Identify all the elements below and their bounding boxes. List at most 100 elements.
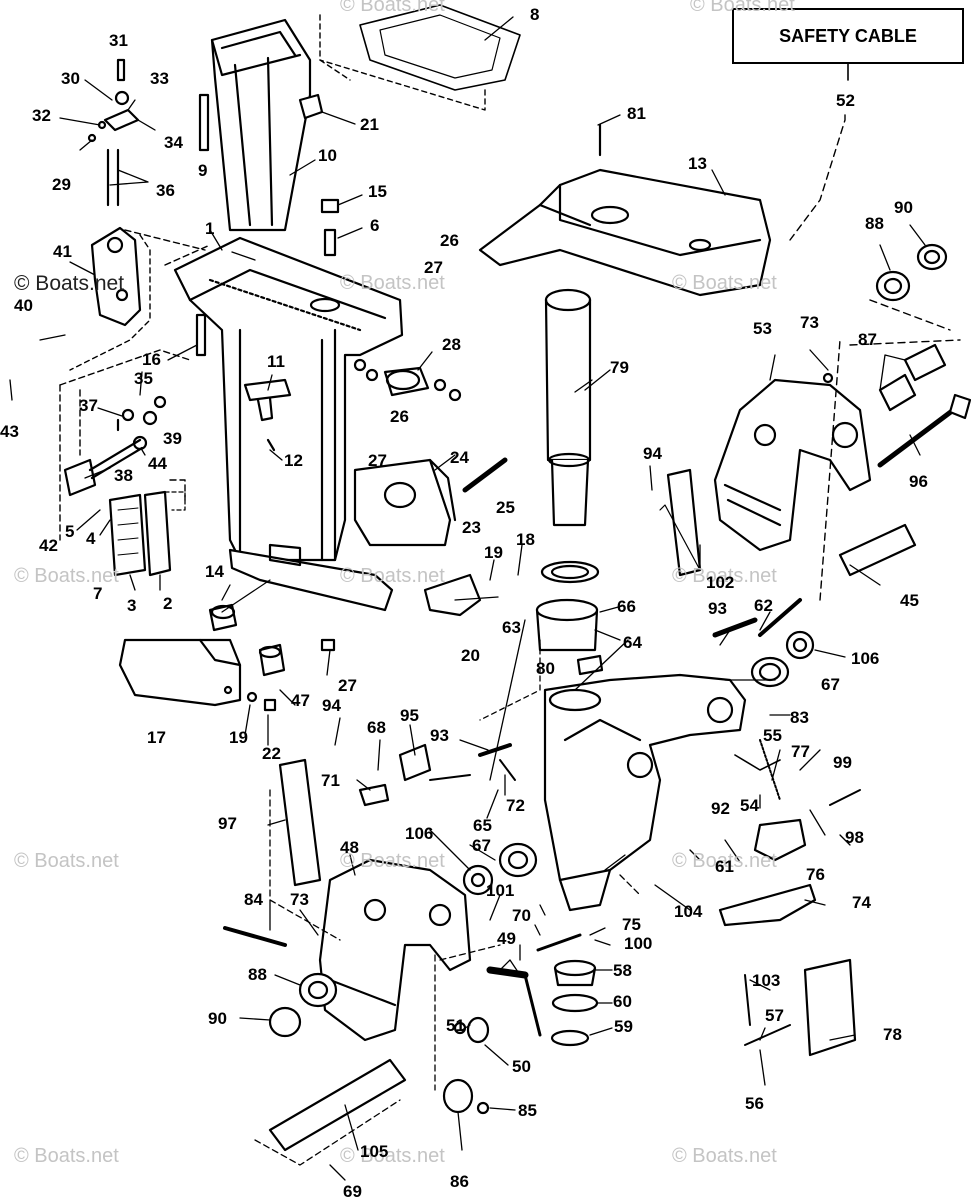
parts-88-90-bottom bbox=[268, 972, 338, 1038]
part-callout-90b: 90 bbox=[208, 1009, 227, 1028]
part-callout-75: 75 bbox=[622, 915, 641, 934]
part-callout-61: 61 bbox=[715, 857, 734, 876]
dashed-leaders-left bbox=[59, 229, 211, 541]
part-callout-88a: 88 bbox=[865, 214, 884, 233]
watermark-text: © Boats.net bbox=[340, 272, 445, 294]
watermark-text: © Boats.net bbox=[14, 565, 119, 587]
lower-mount-24 bbox=[353, 458, 457, 547]
part-callout-56: 56 bbox=[745, 1094, 764, 1113]
part-callout-19a: 19 bbox=[484, 543, 503, 562]
part-callout-7: 7 bbox=[93, 584, 103, 603]
part-callout-63: 63 bbox=[502, 618, 521, 637]
part-callout-77: 77 bbox=[791, 742, 810, 761]
part-callout-62: 62 bbox=[754, 596, 773, 615]
part-callout-18: 18 bbox=[516, 530, 535, 549]
part-callout-12: 12 bbox=[284, 451, 303, 470]
part-callout-26a: 26 bbox=[440, 231, 459, 250]
drive-shaft-housing bbox=[173, 236, 404, 612]
part-callout-74: 74 bbox=[852, 893, 871, 912]
part-callout-41: 41 bbox=[53, 242, 72, 261]
part-callout-102: 102 bbox=[706, 573, 735, 592]
part-callout-32: 32 bbox=[32, 106, 51, 125]
part-callout-67a: 67 bbox=[821, 675, 840, 694]
part-callout-47: 47 bbox=[291, 691, 310, 710]
part-callout-14: 14 bbox=[205, 562, 224, 581]
part-callout-101: 101 bbox=[486, 881, 515, 900]
spring-parts-49-86 bbox=[442, 966, 542, 1115]
part-callout-55: 55 bbox=[763, 726, 782, 745]
part-callout-35: 35 bbox=[134, 369, 153, 388]
watermark-text: © Boats.net bbox=[340, 565, 445, 587]
part-callout-79: 79 bbox=[610, 358, 629, 377]
part-callout-8: 8 bbox=[530, 5, 540, 24]
part-callout-58: 58 bbox=[613, 961, 632, 980]
watermark-text: © Boats.net bbox=[14, 272, 125, 295]
part-callout-36: 36 bbox=[156, 181, 175, 200]
part-callout-40: 40 bbox=[14, 296, 33, 315]
plate-102 bbox=[666, 468, 702, 577]
upper-mount-28 bbox=[353, 358, 462, 402]
part-callout-99: 99 bbox=[833, 753, 852, 772]
part-callout-72: 72 bbox=[506, 796, 525, 815]
part-callout-81: 81 bbox=[627, 104, 646, 123]
part-callout-50: 50 bbox=[512, 1057, 531, 1076]
exhaust-tube bbox=[210, 18, 312, 232]
lower-right-parts bbox=[718, 739, 861, 1057]
part-callout-44: 44 bbox=[148, 454, 167, 473]
safety-cable-line bbox=[789, 114, 961, 601]
part-callout-2: 2 bbox=[163, 594, 173, 613]
water-screens bbox=[108, 490, 186, 577]
steering-arm-13 bbox=[478, 123, 772, 297]
part-callout-30: 30 bbox=[61, 69, 80, 88]
part-callout-88b: 88 bbox=[248, 965, 267, 984]
part-callout-10: 10 bbox=[318, 146, 337, 165]
watermark-text: © Boats.net bbox=[690, 0, 795, 16]
bolt-84-shape bbox=[223, 926, 287, 947]
watermark-text: © Boats.net bbox=[340, 1145, 445, 1167]
rings-58-60 bbox=[550, 959, 599, 1047]
part-callout-54: 54 bbox=[740, 796, 759, 815]
part-callout-1: 1 bbox=[205, 219, 215, 238]
part-callout-27a: 27 bbox=[424, 258, 443, 277]
part-callout-57: 57 bbox=[765, 1006, 784, 1025]
part-callout-96: 96 bbox=[909, 472, 928, 491]
part-callout-93b: 93 bbox=[430, 726, 449, 745]
part-callout-25: 25 bbox=[496, 498, 515, 517]
part-callout-64: 64 bbox=[623, 633, 642, 652]
part-callout-27c: 27 bbox=[338, 676, 357, 695]
part-callout-68: 68 bbox=[367, 718, 386, 737]
part-callout-29: 29 bbox=[52, 175, 71, 194]
part-callout-24: 24 bbox=[450, 448, 469, 467]
part-callout-66: 66 bbox=[617, 597, 636, 616]
part-callout-103: 103 bbox=[752, 971, 781, 990]
plate-105 bbox=[268, 1058, 407, 1152]
part-callout-106a: 106 bbox=[851, 649, 880, 668]
pins-62-93 bbox=[712, 598, 815, 688]
part-callout-5: 5 bbox=[65, 522, 75, 541]
bolts-misc bbox=[195, 93, 340, 357]
part-callout-90a: 90 bbox=[894, 198, 913, 217]
part-callout-100: 100 bbox=[624, 934, 653, 953]
part-callout-45: 45 bbox=[900, 591, 919, 610]
part-callout-85: 85 bbox=[518, 1101, 537, 1120]
part-callout-67b: 67 bbox=[472, 836, 491, 855]
part-callout-87: 87 bbox=[858, 330, 877, 349]
watermark-text: © Boats.net bbox=[14, 1145, 119, 1167]
part-callout-69: 69 bbox=[343, 1182, 362, 1201]
part-callout-39: 39 bbox=[163, 429, 182, 448]
part-callout-65: 65 bbox=[473, 816, 492, 835]
part-callout-98: 98 bbox=[845, 828, 864, 847]
part-callout-38: 38 bbox=[114, 466, 133, 485]
part-callout-28: 28 bbox=[442, 335, 461, 354]
part-callout-93a: 93 bbox=[708, 599, 727, 618]
part-callout-3: 3 bbox=[127, 596, 137, 615]
part-callout-34: 34 bbox=[164, 133, 183, 152]
part-callout-16: 16 bbox=[142, 350, 161, 369]
throttle-cam-41 bbox=[69, 226, 151, 371]
part-callout-92: 92 bbox=[711, 799, 730, 818]
part-callout-52: 52 bbox=[836, 91, 855, 110]
part-callout-23: 23 bbox=[462, 518, 481, 537]
part-callout-31: 31 bbox=[109, 31, 128, 50]
